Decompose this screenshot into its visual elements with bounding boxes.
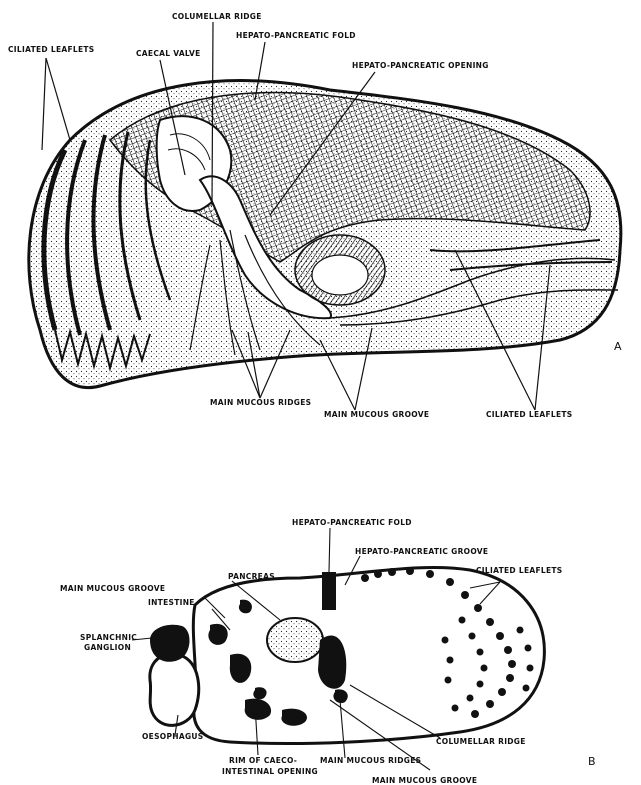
label-b-hepato-pancreatic-groove: HEPATO-PANCREATIC GROOVE xyxy=(355,547,488,556)
label-b-oesophagus: OESOPHAGUS xyxy=(142,732,204,741)
label-a-main-mucous-ridges: MAIN MUCOUS RIDGES xyxy=(210,398,311,407)
label-b-main-mucous-ridges: MAIN MUCOUS RIDGES xyxy=(320,756,421,765)
label-b-main-mucous-groove-top: MAIN MUCOUS GROOVE xyxy=(60,584,165,593)
label-b-main-mucous-groove-bottom: MAIN MUCOUS GROOVE xyxy=(372,776,477,785)
label-b-hepato-pancreatic-fold: HEPATO-PANCREATIC FOLD xyxy=(292,518,412,527)
label-a-columellar-ridge: COLUMELLAR RIDGE xyxy=(172,12,262,21)
label-b-ciliated-leaflets: CILIATED LEAFLETS xyxy=(476,566,563,575)
label-b-columellar-ridge: COLUMELLAR RIDGE xyxy=(436,737,526,746)
label-a-hepato-pancreatic-opening: HEPATO-PANCREATIC OPENING xyxy=(352,61,489,70)
hepato-pancreatic-fold-shape xyxy=(322,572,336,610)
panel-a-drawing xyxy=(29,81,621,388)
panel-b-drawing xyxy=(150,567,545,743)
label-a-caecal-valve: CAECAL VALVE xyxy=(136,49,201,58)
label-b-rim-1: RIM OF CAECO- xyxy=(229,756,297,765)
label-a-hepato-pancreatic-fold: HEPATO-PANCREATIC FOLD xyxy=(236,31,356,40)
pancreas-shape xyxy=(267,618,323,662)
label-a-main-mucous-groove: MAIN MUCOUS GROOVE xyxy=(324,410,429,419)
label-a-ciliated-leaflets-bottom: CILIATED LEAFLETS xyxy=(486,410,573,419)
panel-letter-b: B xyxy=(588,755,596,768)
label-b-ganglion: GANGLION xyxy=(84,643,131,652)
label-b-pancreas: PANCREAS xyxy=(228,572,275,581)
splanchnic-ganglion-shape xyxy=(150,625,190,662)
label-b-rim-2: INTESTINAL OPENING xyxy=(222,767,318,776)
label-a-ciliated-leaflets-top: CILIATED LEAFLETS xyxy=(8,45,95,54)
stomach-outline-b xyxy=(193,567,544,743)
label-b-intestine: INTESTINE xyxy=(148,598,195,607)
panel-letter-a: A xyxy=(614,340,622,353)
oesophagus-shape xyxy=(150,654,199,726)
label-b-splanchnic: SPLANCHNIC xyxy=(80,633,137,642)
